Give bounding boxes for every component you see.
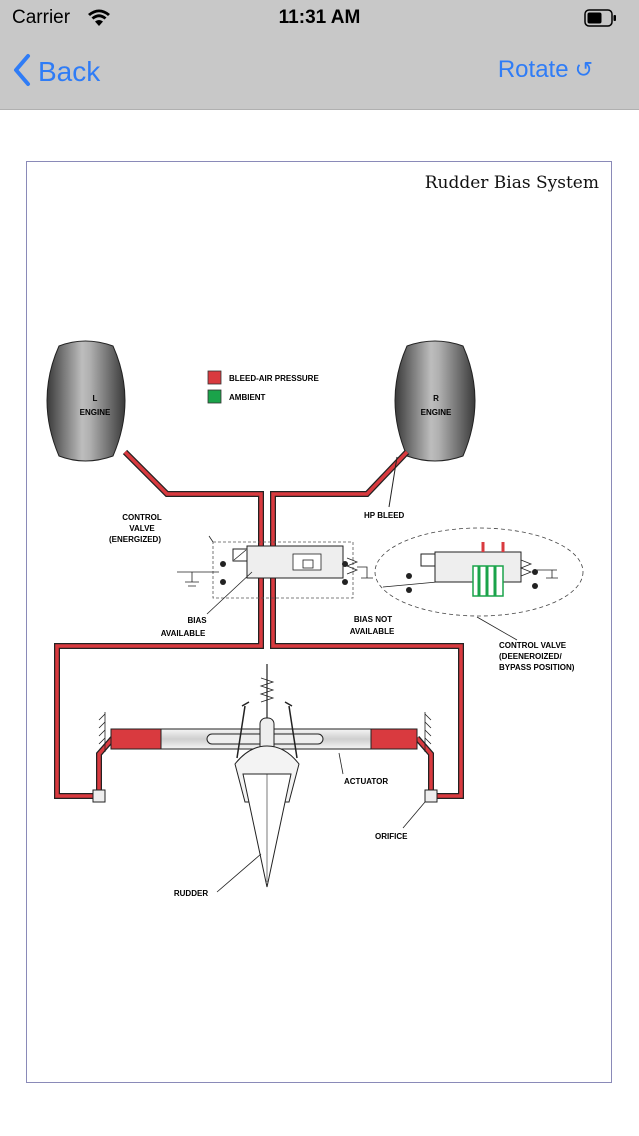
rotate-button[interactable]: Rotate ↺ [498, 56, 593, 84]
rudder-mechanism [234, 664, 300, 888]
orifice-label: ORIFICE [375, 832, 408, 841]
navigation-bar: Back Rotate ↺ [0, 36, 639, 110]
right-engine-label-2: ENGINE [421, 408, 452, 417]
right-engine-label-1: R [433, 394, 439, 403]
wifi-icon [86, 8, 112, 33]
rudder-label: RUDDER [174, 889, 208, 898]
control-valve-energized-label-1: CONTROL [122, 513, 162, 522]
chevron-left-icon [12, 53, 32, 92]
actuator-right-chamber [370, 728, 418, 750]
bias-available-label-1: BIAS [187, 616, 207, 625]
actuator-left-chamber [110, 728, 162, 750]
status-bar: Carrier 11:31 AM [0, 0, 639, 36]
carrier-label: Carrier [12, 7, 71, 28]
right-orifice [424, 789, 438, 803]
control-valve-energized [177, 541, 373, 599]
bias-not-available-label-2: AVAILABLE [350, 627, 395, 636]
right-bleed-pipe [271, 450, 463, 798]
legend-bleed-label: BLEED-AIR PRESSURE [229, 374, 319, 383]
hp-bleed-label: HP BLEED [364, 511, 405, 520]
control-valve-deenergized-detail [374, 527, 584, 617]
actuator-label: ACTUATOR [344, 777, 388, 786]
control-valve-energized-label-3: (ENERGIZED) [109, 535, 161, 544]
diagram-title: Rudder Bias System [424, 173, 599, 193]
back-label: Back [38, 56, 101, 87]
legend: BLEED-AIR PRESSURE AMBIENT [207, 370, 319, 404]
left-orifice [92, 789, 106, 803]
left-engine-label-2: ENGINE [80, 408, 111, 417]
control-valve-deenergized-label-3: BYPASS POSITION) [499, 663, 575, 672]
right-engine: R ENGINE [394, 340, 476, 462]
diagram-frame: Rudder Bias System L ENGINE R ENGINE [26, 161, 612, 1083]
legend-ambient-swatch [207, 389, 222, 404]
rotate-label: Rotate [497, 56, 569, 83]
control-valve-deenergized-label-2: (DEENEROIZED/ [499, 652, 562, 661]
rudder-bias-diagram: L ENGINE R ENGINE BLEED-AIR PRESSURE AMB… [46, 340, 584, 898]
left-engine: L ENGINE [46, 340, 126, 462]
legend-ambient-label: AMBIENT [229, 393, 266, 402]
legend-bleed-swatch [207, 370, 222, 385]
left-engine-label-1: L [93, 394, 98, 403]
control-valve-deenergized-label-1: CONTROL VALVE [499, 641, 567, 650]
back-button[interactable]: Back [12, 52, 100, 92]
rotate-icon: ↺ [574, 57, 593, 82]
bias-not-available-label-1: BIAS NOT [354, 615, 392, 624]
battery-icon [584, 9, 618, 32]
bias-available-label-2: AVAILABLE [161, 629, 206, 638]
left-bleed-pipe [55, 450, 263, 798]
clock: 11:31 AM [278, 7, 361, 28]
control-valve-energized-label-2: VALVE [129, 524, 155, 533]
